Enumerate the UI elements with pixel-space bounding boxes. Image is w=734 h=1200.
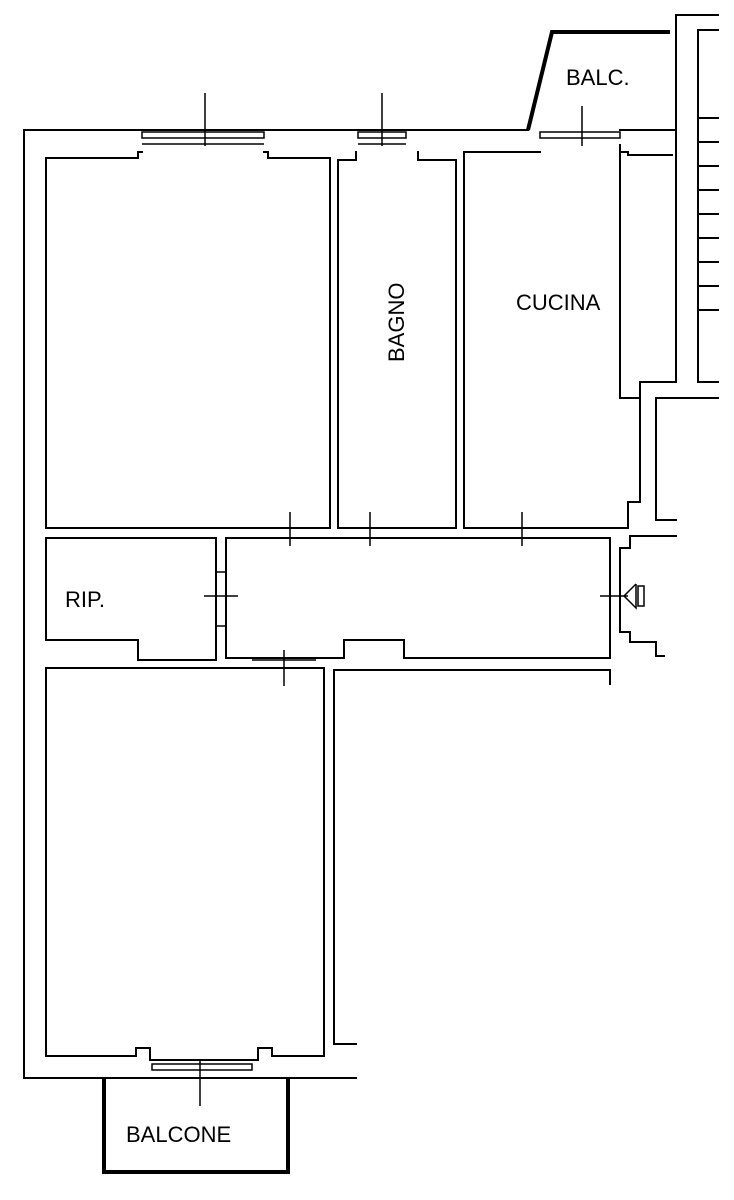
room-corridor xyxy=(225,537,611,659)
balc-outline xyxy=(526,30,670,131)
room-label-rip: RIP. xyxy=(65,587,105,612)
room-bedroom-top xyxy=(45,151,331,529)
outer-walls xyxy=(23,14,719,1079)
doorbell-icon xyxy=(622,583,645,610)
stair-steps xyxy=(697,117,719,311)
room-label-balc: BALC. xyxy=(566,65,630,90)
room-open-right xyxy=(333,669,611,1045)
room-bedroom-bottom xyxy=(45,667,325,1061)
room-label-cucina: CUCINA xyxy=(516,290,601,315)
room-cucina xyxy=(463,144,673,529)
room-rip xyxy=(45,537,217,661)
balcone-outline xyxy=(102,1078,290,1174)
doors xyxy=(204,512,628,686)
windows xyxy=(141,93,621,1106)
room-label-bagno: BAGNO xyxy=(384,283,409,362)
room-label-balcone: BALCONE xyxy=(126,1122,231,1147)
entrance-walls xyxy=(619,397,719,657)
